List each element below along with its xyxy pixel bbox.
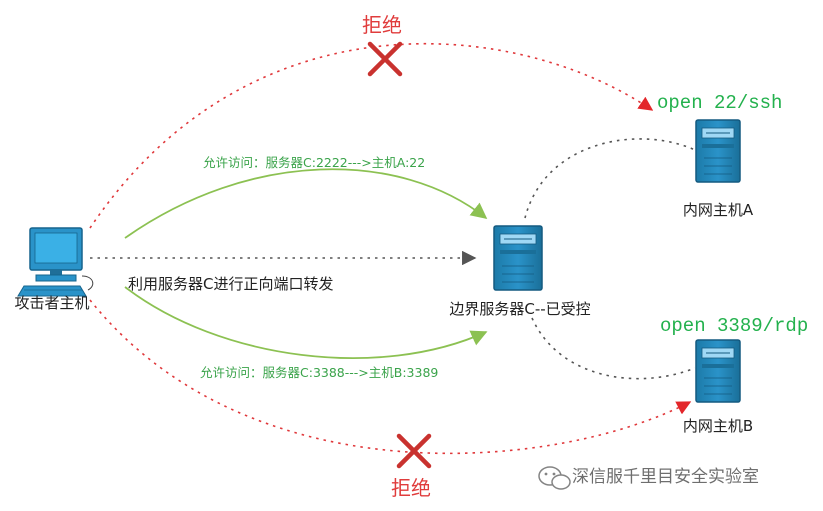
allow-label-a: 允许访问：服务器C:2222--->主机A:22 xyxy=(203,155,425,170)
desktop-computer-icon xyxy=(17,227,94,297)
reject-cross-top-icon xyxy=(367,41,403,77)
server-c-label: 边界服务器C--已受控 xyxy=(449,300,590,318)
wechat-icon xyxy=(538,466,571,490)
reject-path-top xyxy=(89,43,654,229)
attacker-label: 攻击者主机 xyxy=(14,294,89,312)
link-c-to-b xyxy=(531,317,696,380)
reject-label-bottom: 拒绝 xyxy=(391,476,431,500)
reject-path-bottom xyxy=(89,299,692,455)
host-a-label: 内网主机A xyxy=(683,201,754,219)
server-icon xyxy=(695,119,741,183)
allow-path-b xyxy=(124,286,488,359)
host-b-label: 内网主机B xyxy=(683,417,753,435)
open-port-a-label: open 22/ssh xyxy=(657,92,782,114)
open-port-b-label: open 3389/rdp xyxy=(660,315,808,337)
reject-cross-bottom-icon xyxy=(396,433,432,469)
link-c-to-a xyxy=(524,138,696,219)
reject-label-top: 拒绝 xyxy=(362,13,402,37)
forward-label: 利用服务器C进行正向端口转发 xyxy=(128,275,333,293)
allow-path-a xyxy=(124,168,488,239)
watermark-text: 深信服千里目安全实验室 xyxy=(572,467,759,487)
server-icon xyxy=(493,225,543,291)
server-icon xyxy=(695,339,741,403)
allow-label-b: 允许访问：服务器C:3388--->主机B:3389 xyxy=(200,365,438,380)
